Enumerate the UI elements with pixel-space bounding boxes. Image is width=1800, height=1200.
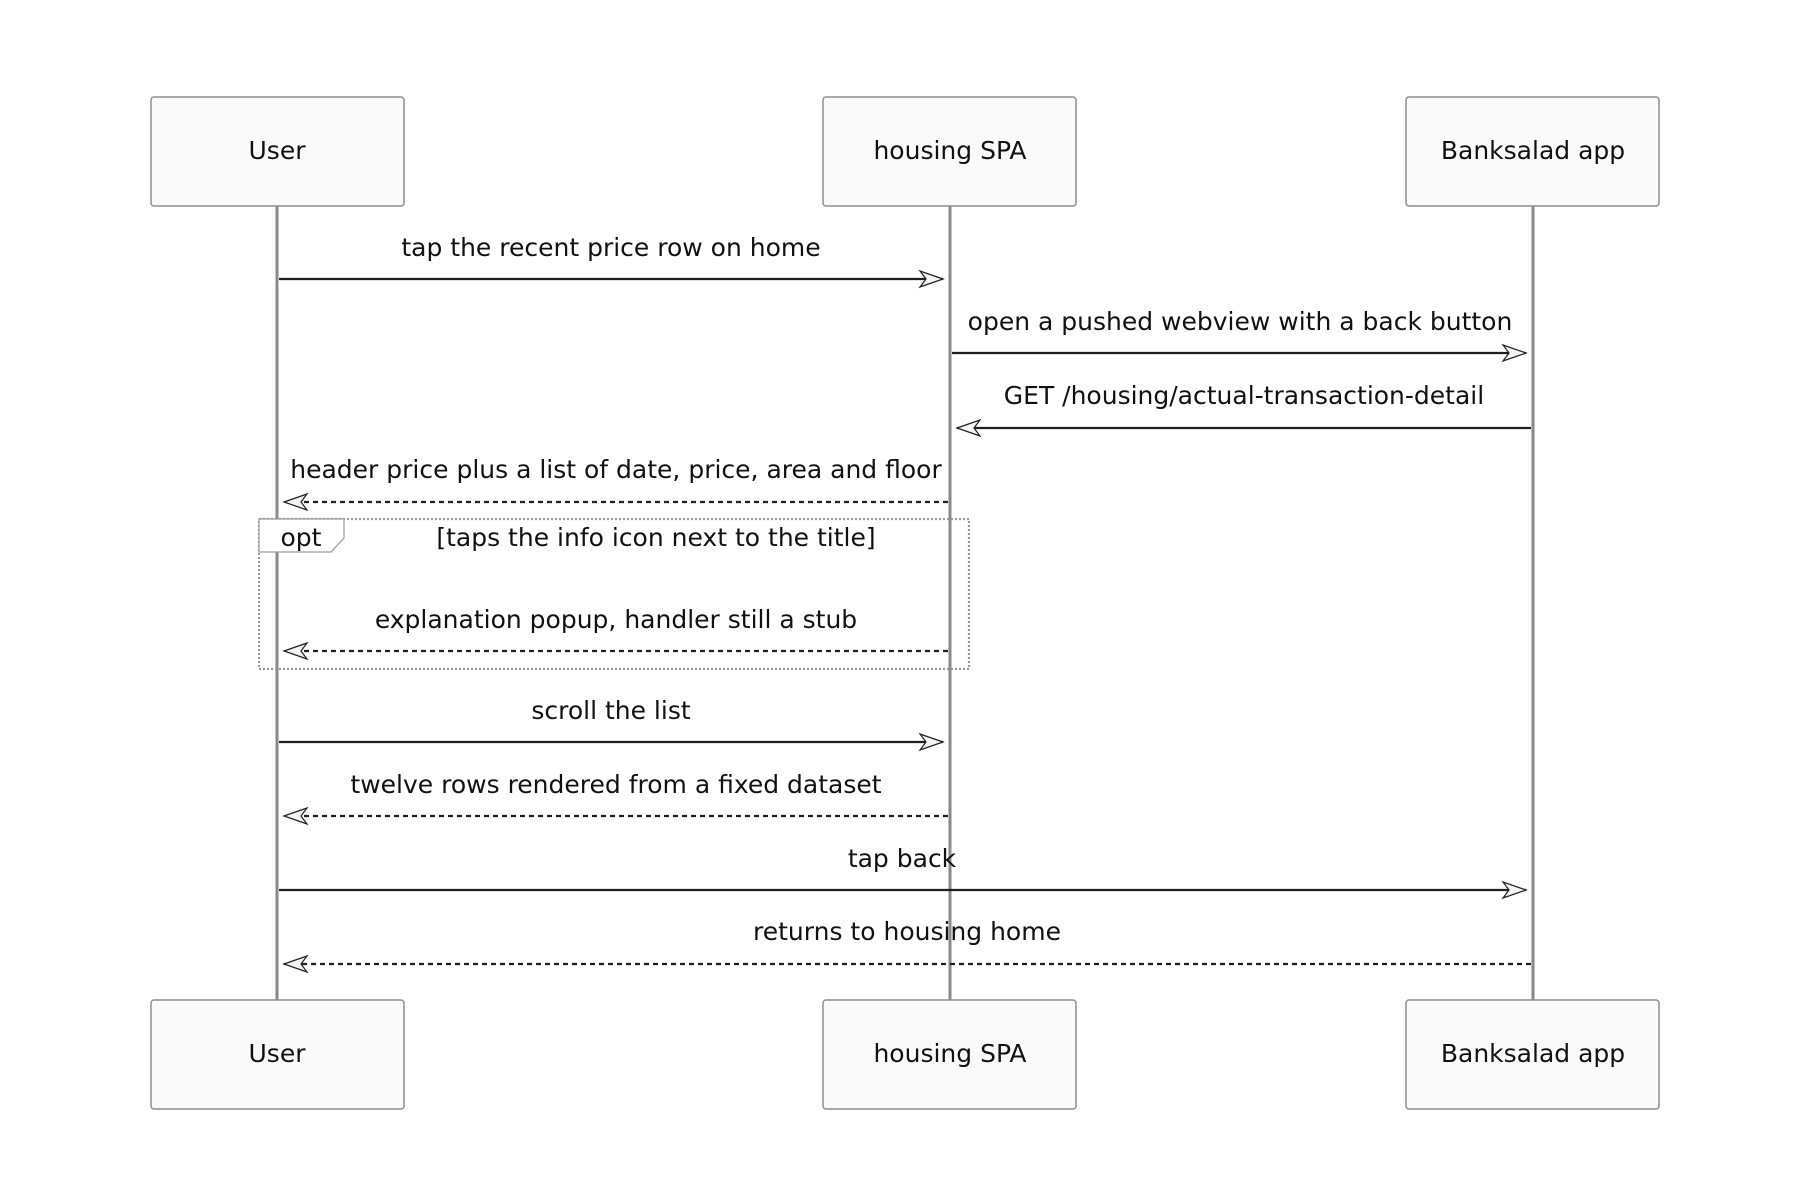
message-returns-to-housing-home: returns to housing home xyxy=(282,917,1531,974)
participant-banksalad-app-label-bottom: Banksalad app xyxy=(1441,1039,1625,1068)
message-tap-back: tap back xyxy=(279,844,1528,900)
opt-fragment-condition: [taps the info icon next to the title] xyxy=(436,523,875,552)
arrowhead xyxy=(918,732,945,752)
message-twelve-rows-rendered: twelve rows rendered from a fixed datase… xyxy=(282,770,948,826)
participant-housing-spa-label: housing SPA xyxy=(873,136,1026,165)
message-label: tap back xyxy=(848,844,957,873)
participant-user-top: User xyxy=(150,96,405,207)
participant-user-label: User xyxy=(249,136,307,165)
message-label: header price plus a list of date, price,… xyxy=(290,455,942,484)
participant-housing-spa-label-bottom: housing SPA xyxy=(873,1039,1026,1068)
arrowhead xyxy=(1501,880,1528,900)
message-label: twelve rows rendered from a fixed datase… xyxy=(350,770,881,799)
opt-fragment: opt [taps the info icon next to the titl… xyxy=(257,517,971,671)
opt-fragment-tag xyxy=(258,518,345,553)
participant-banksalad-app-top: Banksalad app xyxy=(1405,96,1660,207)
arrowhead xyxy=(282,641,309,661)
arrowhead xyxy=(282,806,309,826)
participant-housing-spa-top: housing SPA xyxy=(822,96,1077,207)
participant-user-bottom: User xyxy=(150,999,405,1110)
message-label: GET /housing/actual-transaction-detail xyxy=(1004,381,1484,410)
participant-user-label-bottom: User xyxy=(249,1039,307,1068)
message-scroll-the-list: scroll the list xyxy=(279,696,945,752)
message-label: explanation popup, handler still a stub xyxy=(375,605,857,634)
arrowhead xyxy=(282,954,309,974)
message-open-pushed-webview: open a pushed webview with a back button xyxy=(952,307,1528,363)
message-explanation-popup: explanation popup, handler still a stub xyxy=(282,605,948,661)
arrowhead xyxy=(918,269,945,289)
arrowhead xyxy=(1501,343,1528,363)
arrowhead xyxy=(955,418,982,438)
message-label: tap the recent price row on home xyxy=(401,233,820,262)
arrowhead xyxy=(282,492,309,512)
message-get-transaction-detail: GET /housing/actual-transaction-detail xyxy=(955,381,1531,438)
participant-banksalad-app-label: Banksalad app xyxy=(1441,136,1625,165)
opt-fragment-label: opt xyxy=(281,523,322,552)
message-label: open a pushed webview with a back button xyxy=(968,307,1513,336)
message-tap-recent-price-row: tap the recent price row on home xyxy=(279,233,945,289)
participant-banksalad-app-bottom: Banksalad app xyxy=(1405,999,1660,1110)
message-label: returns to housing home xyxy=(753,917,1061,946)
participant-housing-spa-bottom: housing SPA xyxy=(822,999,1077,1110)
message-header-price-list: header price plus a list of date, price,… xyxy=(282,455,948,512)
message-label: scroll the list xyxy=(531,696,691,725)
